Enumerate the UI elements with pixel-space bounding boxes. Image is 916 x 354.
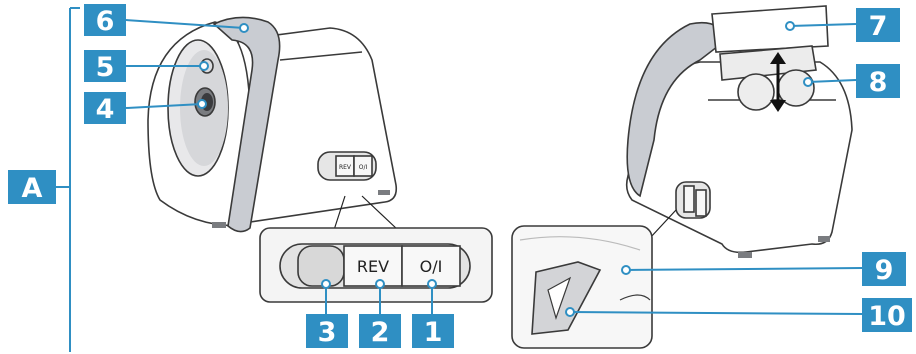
small-rev-label: REV	[339, 164, 352, 171]
callout-8-label: 8	[869, 67, 888, 98]
callout-1-label: 1	[424, 317, 443, 348]
small-power-label: O/I	[359, 164, 368, 171]
callout-6-label: 6	[96, 6, 115, 37]
callout-2-label: 2	[371, 317, 390, 348]
callout-10-label: 10	[868, 301, 906, 332]
group-bracket	[70, 8, 80, 352]
callout-7-label: 7	[869, 11, 888, 42]
power-label: O/I	[420, 257, 443, 276]
cutting-roller-left	[738, 74, 774, 110]
control-strip-small: REV O/I	[318, 152, 376, 180]
button-3	[298, 246, 344, 286]
callout-9-label: 9	[875, 255, 894, 286]
left-appliance: REV O/I	[148, 17, 396, 231]
right-appliance	[627, 6, 852, 258]
callout-3-label: 3	[318, 317, 337, 348]
group-label-a: A	[8, 170, 70, 204]
group-label-a-text: A	[22, 173, 43, 204]
inset-detail	[512, 210, 676, 348]
callout-9: 9	[622, 252, 906, 286]
reverse-label: REV	[357, 257, 389, 276]
callout-5-label: 5	[96, 52, 115, 83]
callout-4-label: 4	[96, 94, 115, 125]
lid-clamp	[712, 6, 828, 52]
